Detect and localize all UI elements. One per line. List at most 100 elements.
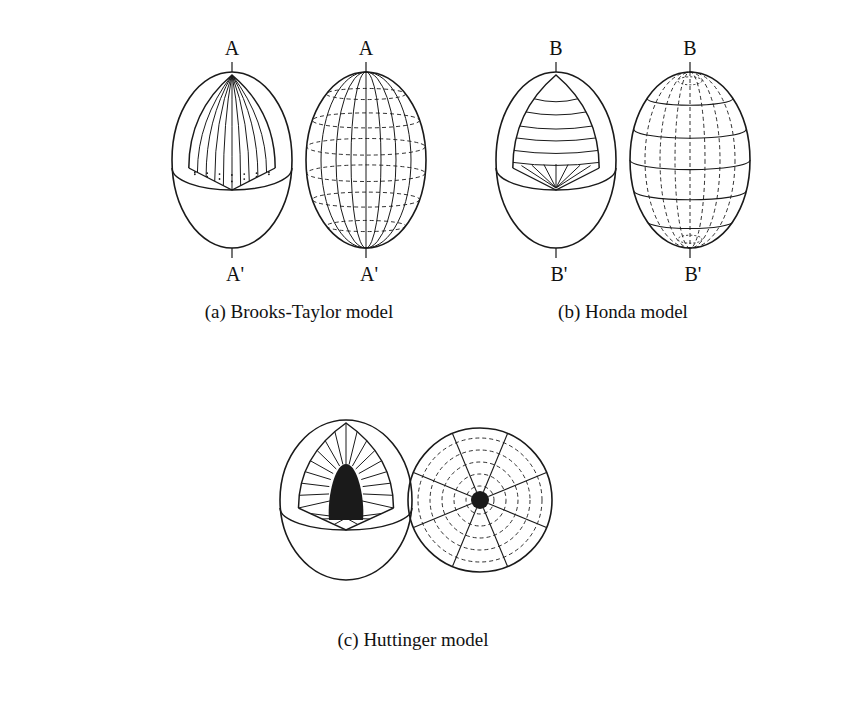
figure-caption: (c) Huttinger model: [336, 630, 491, 651]
parallel-fiber-line: [520, 126, 593, 129]
radial-line: [452, 433, 476, 491]
fiber-end-dot: [206, 176, 208, 178]
radial-fiber-line: [299, 494, 329, 495]
fiber-end-dot: [219, 178, 221, 180]
pole-axis-tick: [231, 62, 232, 72]
radial-fiber-line: [361, 472, 387, 480]
brooks-taylor-figures: [172, 62, 426, 258]
pole-label: B': [683, 263, 704, 285]
parallel-line: [647, 98, 733, 105]
radial-base-line: [556, 165, 580, 188]
sector-boundary: [513, 75, 599, 168]
parallel-fiber-line: [516, 138, 596, 141]
fiber-outline: [306, 72, 426, 248]
meridian-line: [321, 72, 411, 248]
meridian-fiber-line: [232, 75, 241, 186]
concentric-dashed-ring: [442, 462, 518, 538]
pole-label: A: [223, 37, 241, 59]
meridian-dashed-line: [660, 72, 720, 248]
fiber-end-dot: [256, 172, 258, 174]
fiber-end-dot: [268, 171, 270, 173]
polar-cap: [678, 77, 702, 85]
meridian-dashed-line: [690, 72, 691, 248]
radial-fiber-line: [305, 472, 331, 480]
radial-base-line: [521, 166, 556, 188]
radial-line: [488, 503, 546, 527]
parallel-line: [630, 160, 750, 170]
radial-base-line: [556, 166, 591, 188]
parallel-dashed-line: [307, 138, 426, 155]
fiber-end-dot: [219, 173, 221, 175]
polar-cap: [678, 235, 702, 243]
fiber-end-dot: [231, 174, 233, 176]
meridian-fiber-line: [232, 75, 233, 190]
fiber-end-dot: [243, 173, 245, 175]
parallel-line: [647, 222, 733, 229]
radial-fiber-line: [359, 461, 382, 474]
radial-fiber-line: [346, 423, 347, 464]
radial-fiber-line: [363, 483, 391, 486]
radial-line: [488, 472, 546, 496]
fiber-end-dot: [268, 173, 270, 175]
fiber-outline: [280, 420, 412, 580]
concentric-dashed-ring: [466, 486, 494, 514]
honda-figures: [496, 62, 750, 258]
parallel-dashed-line: [326, 220, 405, 231]
fiber-cross-section: [408, 428, 552, 572]
fiber-outline: [630, 72, 750, 248]
pole-label: B': [549, 263, 570, 285]
meridian-fiber-line: [223, 75, 232, 186]
fiber-end-dot: [206, 172, 208, 174]
figure-caption: (a) Brooks-Taylor model: [203, 302, 396, 323]
fiber-end-dot: [231, 180, 233, 182]
figure-caption: (b) Honda model: [556, 302, 690, 323]
pole-label: A': [358, 263, 380, 285]
meridian-fiber-line: [232, 75, 267, 172]
isotropic-core: [471, 491, 489, 509]
radial-fiber-line: [352, 441, 366, 466]
pole-axis-tick: [555, 62, 556, 72]
radial-fiber-line: [363, 494, 393, 495]
meridian-dashed-line: [675, 72, 705, 248]
pole-axis-tick: [689, 62, 690, 72]
radial-fiber-line: [362, 501, 393, 508]
parallel-fiber-line: [526, 112, 586, 115]
fiber-end-dot: [256, 176, 258, 178]
radial-line: [413, 503, 471, 527]
parallel-line: [634, 191, 746, 200]
fiber-outline: [172, 72, 292, 248]
pole-axis-tick: [555, 248, 556, 258]
fiber-end-dot: [194, 173, 196, 175]
parallel-dashed-line: [326, 88, 405, 99]
pole-axis-tick: [365, 248, 366, 258]
pole-axis-tick: [231, 248, 232, 258]
pole-axis-tick: [689, 248, 690, 258]
radial-fiber-line: [325, 441, 339, 466]
meridian-dashed-line: [645, 72, 735, 248]
pole-label: B: [547, 37, 564, 59]
parallel-fiber-line: [534, 99, 578, 102]
pole-label: A': [224, 263, 246, 285]
parallel-line: [634, 129, 746, 138]
parallel-fiber-line: [514, 150, 598, 153]
radial-line: [483, 508, 507, 566]
concentric-dashed-ring: [454, 474, 506, 526]
meridian-line: [366, 72, 367, 248]
meridian-line: [351, 72, 381, 248]
concentric-dashed-ring: [430, 450, 530, 550]
radial-base-line: [532, 165, 556, 188]
radial-base-line: [556, 164, 557, 188]
concentric-dashed-ring: [418, 438, 542, 562]
parallel-dashed-line: [312, 113, 419, 128]
radial-line: [483, 433, 507, 491]
radial-line: [452, 508, 476, 566]
fiber-end-dot: [194, 171, 196, 173]
parallel-dashed-line: [307, 165, 426, 182]
fiber-outline: [496, 72, 616, 248]
radial-base-line: [544, 165, 556, 188]
radial-line: [413, 472, 471, 496]
parallel-dashed-line: [312, 192, 419, 207]
radial-fiber-line: [317, 450, 336, 469]
